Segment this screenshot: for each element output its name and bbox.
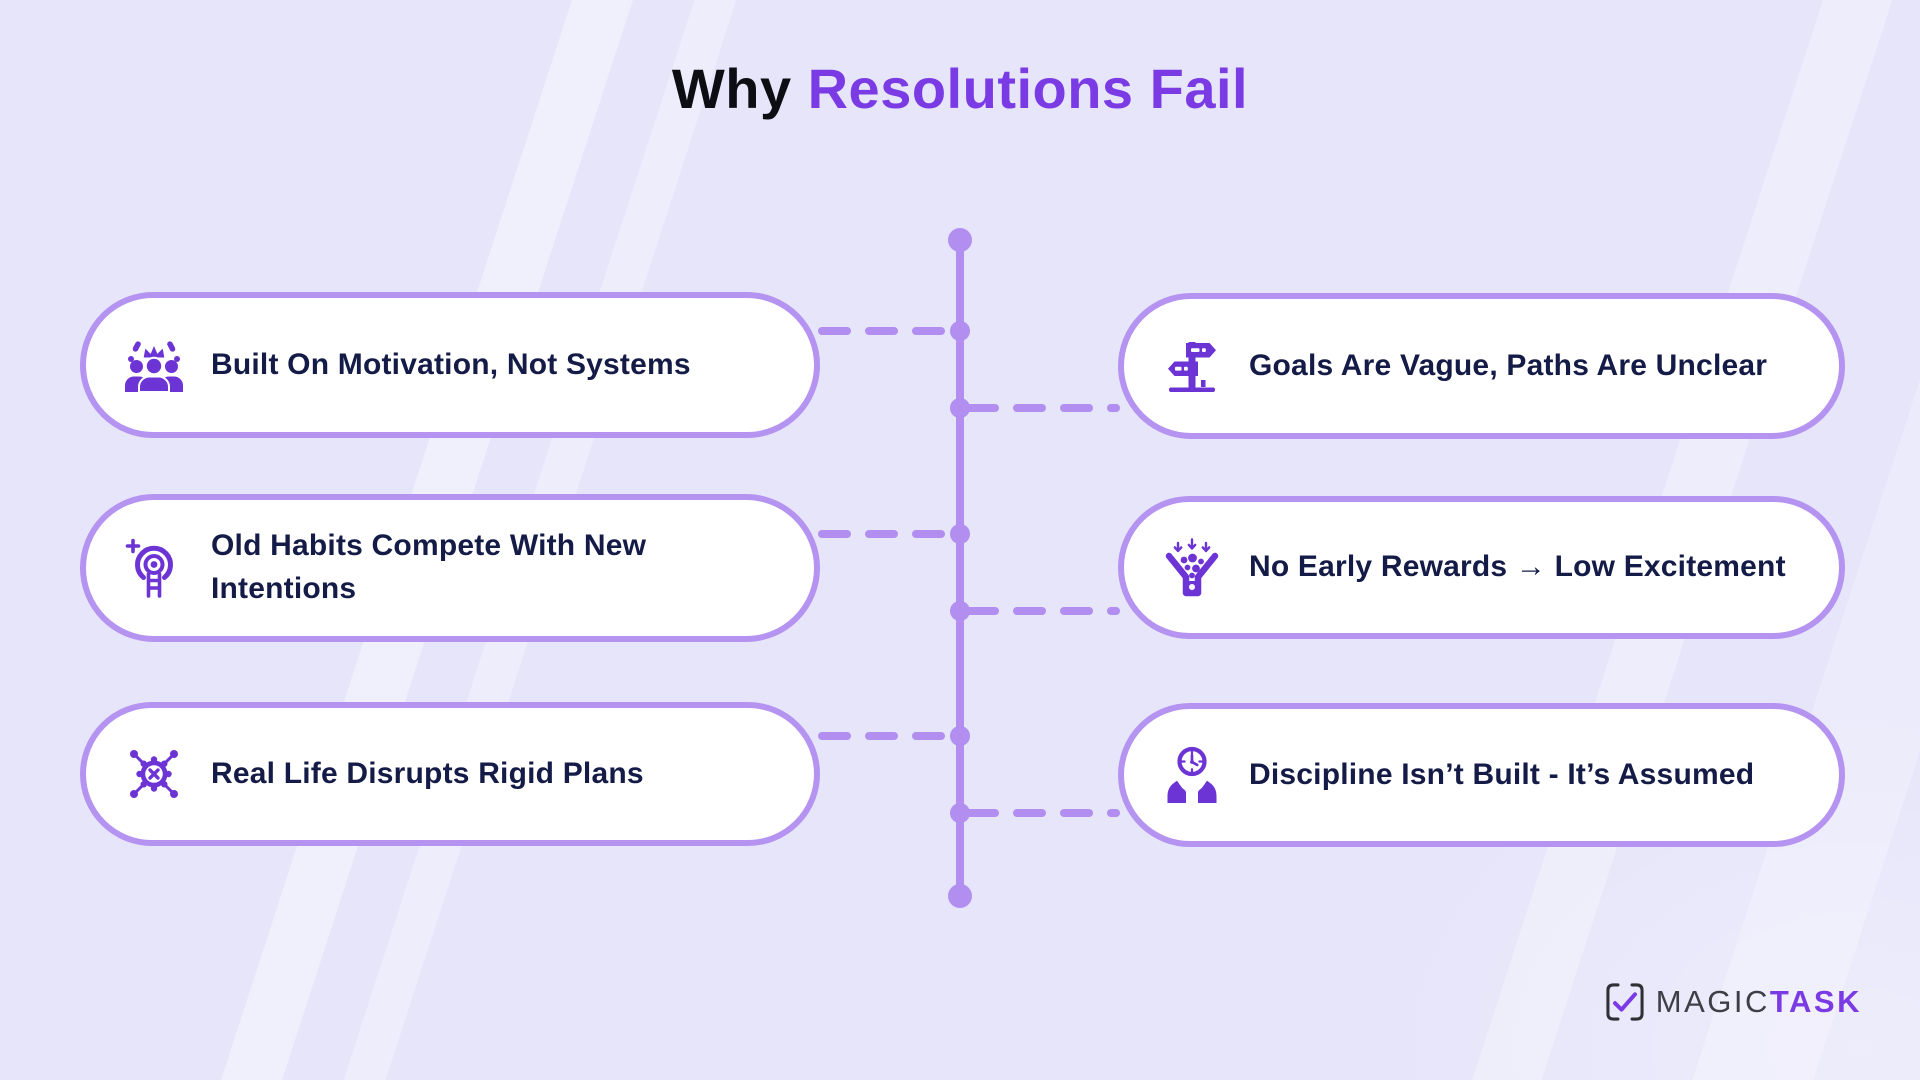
disruption-gear-icon [130,750,178,798]
card-built-on-motivation: Built On Motivation, Not Systems [80,292,820,438]
signpost-icon [1168,342,1216,392]
habit-target-ladder-icon [125,538,173,598]
card-no-early-rewards: No Early Rewards → Low Excitement [1118,496,1845,639]
discipline-clock-hands-icon [1167,746,1217,803]
card-label: Real Life Disrupts Rigid Plans [211,756,644,790]
card-label: Built On Motivation, Not Systems [211,347,691,381]
brand-suffix: TASK [1769,984,1862,1019]
checkbox-check-icon [1606,983,1644,1021]
leader-crowd-icon [125,340,183,393]
title-prefix: Why [671,57,792,120]
rewards-funnel-icon [1165,537,1219,596]
card-label: No Early Rewards → Low Excitement [1249,550,1786,584]
brand-prefix: MAGIC [1655,984,1770,1019]
card-old-habits: Old Habits Compete With New Intentions [80,494,820,642]
card-vague-goals: Goals Are Vague, Paths Are Unclear [1118,293,1845,439]
brand-wordmark: MAGICTASK [1656,984,1862,1020]
card-label: Old Habits Compete With New Intentions [211,529,647,605]
card-label: Discipline Isn’t Built - It’s Assumed [1249,757,1755,791]
magictask-logo: MAGICTASK [1605,982,1862,1022]
card-label: Goals Are Vague, Paths Are Unclear [1249,348,1768,382]
title-highlight: Resolutions Fail [807,57,1249,120]
card-rigid-plans: Real Life Disrupts Rigid Plans [80,702,820,846]
card-discipline-assumed: Discipline Isn’t Built - It’s Assumed [1118,703,1845,847]
